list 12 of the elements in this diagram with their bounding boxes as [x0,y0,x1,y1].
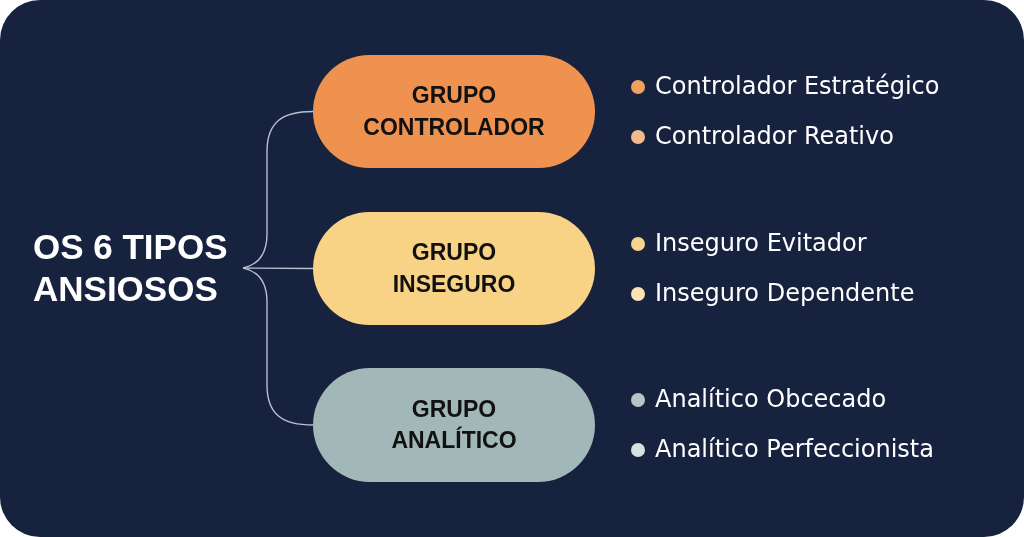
list-item-text: Inseguro Evitador [655,227,867,258]
list-item-text: Analítico Perfeccionista [655,434,934,464]
list-item-text: Analítico Obcecado [655,384,887,414]
group-pill: GRUPO ANALÍTICO [313,368,595,482]
list-item-text: Inseguro Dependente [655,277,915,308]
group-pill: GRUPO INSEGURO [313,212,595,325]
connector-line [242,267,314,426]
group-pill: GRUPO CONTROLADOR [313,55,595,168]
connector-line [242,267,314,270]
heading-text: OS 6 TIPOS ANSIOSOS [30,226,244,310]
list-item-text: Controlador Estratégico [655,70,940,101]
list-item-text: Controlador Reativo [655,120,894,151]
